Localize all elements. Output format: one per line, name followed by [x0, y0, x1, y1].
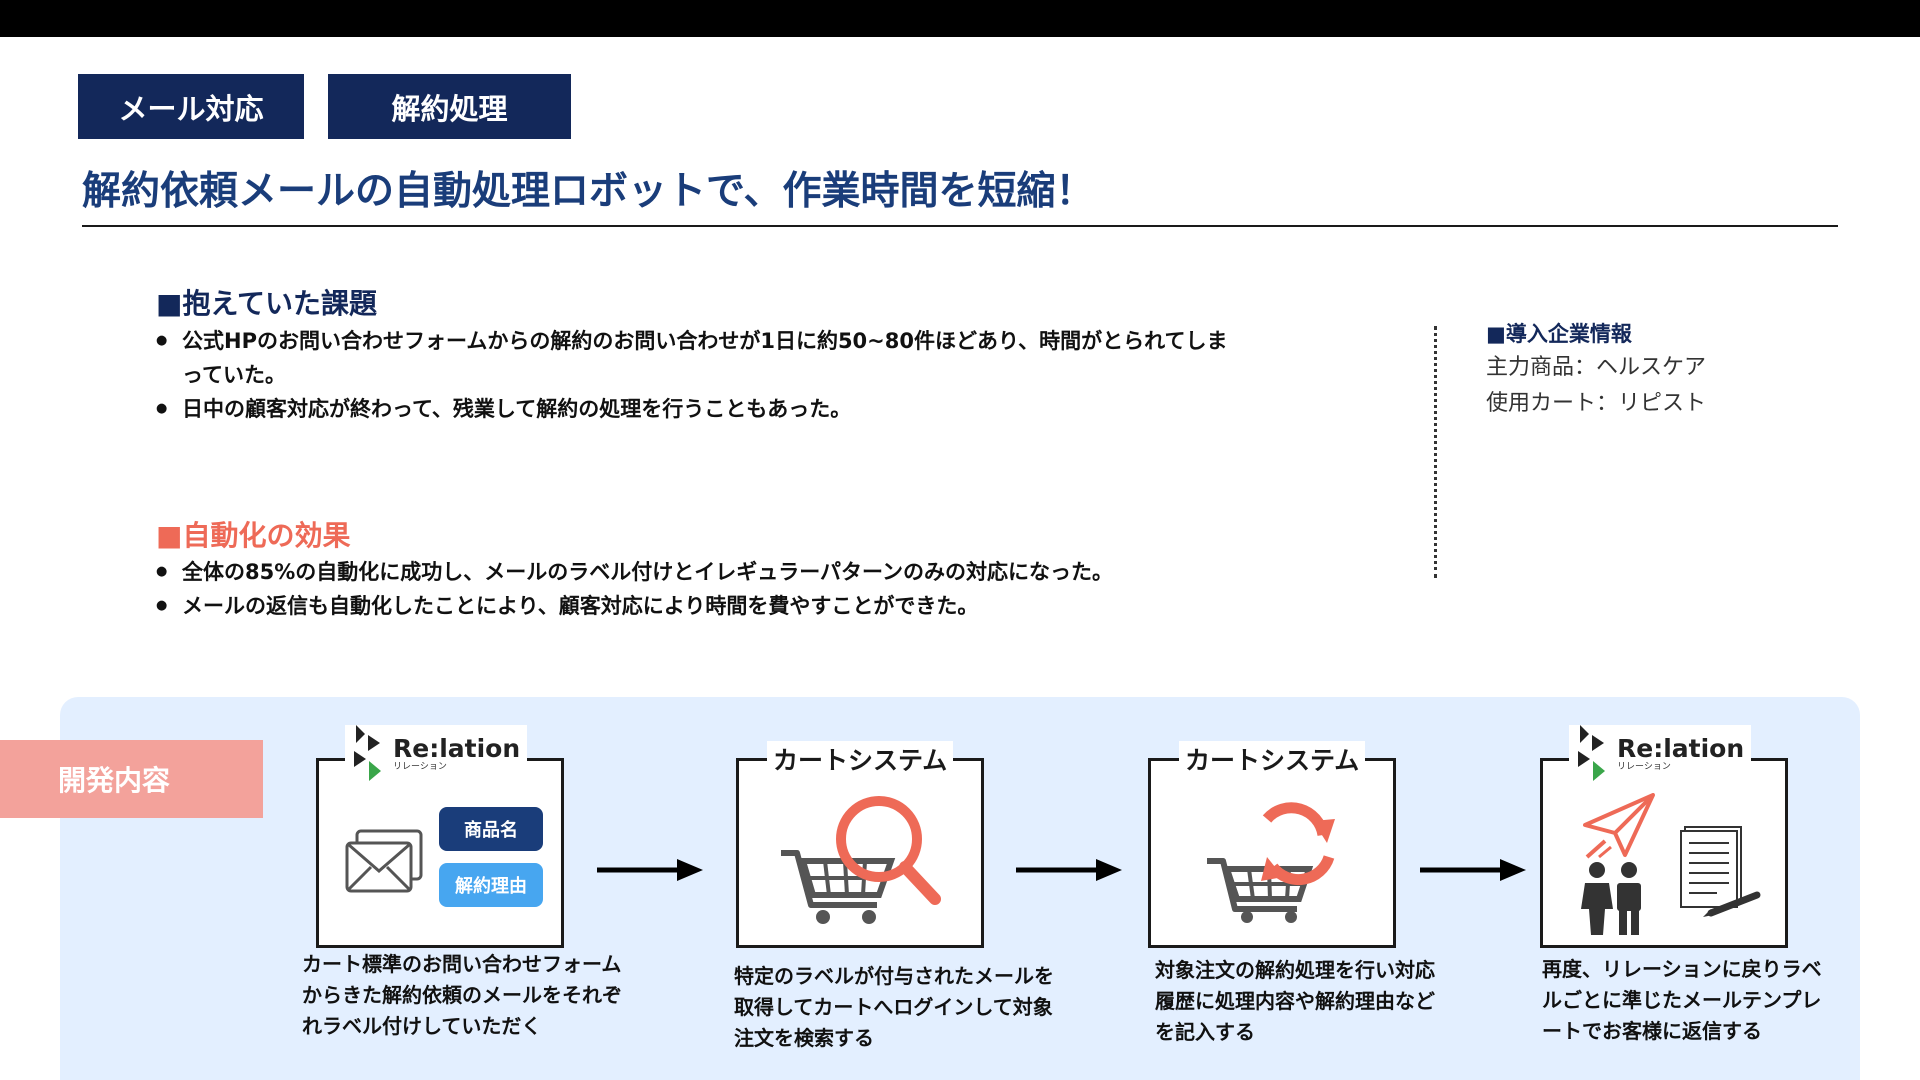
- company-info: ■導入企業情報 主力商品：ヘルスケア 使用カート：リピスト: [1486, 318, 1706, 422]
- label-pill-reason: 解約理由: [439, 863, 543, 907]
- relation-logo-sub: リレーション: [393, 761, 447, 772]
- issues-list: 公式HPのお問い合わせフォームからの解約のお問い合わせが1日に約50~80件ほど…: [156, 324, 1236, 426]
- effect-item: 全体の85%の自動化に成功し、メールのラベル付けとイレギュラーパターンのみの対応…: [156, 555, 1356, 589]
- arrow-right-icon: [597, 859, 703, 881]
- effects-heading: ■自動化の効果: [156, 519, 351, 552]
- relation-logo-sub: リレーション: [1617, 761, 1671, 772]
- step-relation-reply: Re:lation リレーション: [1540, 725, 1788, 948]
- step-cart-process: カートシステム: [1148, 741, 1396, 948]
- step-description: 対象注文の解約処理を行い対応履歴に処理内容や解約理由などを記入する: [1155, 958, 1435, 1044]
- relation-logo: Re:lation リレーション: [1569, 725, 1751, 783]
- issue-item: 日中の顧客対応が終わって、残業して解約の処理を行うこともあった。: [156, 392, 1236, 426]
- cart-search-icon: [781, 796, 941, 924]
- step-cart-search: カートシステム: [736, 741, 984, 948]
- step-system-label: カートシステム: [1179, 741, 1366, 777]
- relation-logo: Re:lation リレーション: [345, 725, 527, 783]
- document-icon: [1680, 826, 1761, 917]
- relation-logo-name: Re:lation: [393, 733, 521, 763]
- step-description: 再度、リレーションに戻りラベルごとに準じたメールテンプレートでお客様に返信する: [1542, 957, 1822, 1043]
- step-description: 特定のラベルが付与されたメールを取得してカートへログインして対象注文を検索する: [734, 964, 1054, 1050]
- company-cart: 使用カート：リピスト: [1486, 391, 1707, 416]
- step-description: カート標準のお問い合わせフォームからきた解約依頼のメールをそれぞれラベル付けして…: [302, 952, 622, 1038]
- page-title: 解約依頼メールの自動処理ロボットで、作業時間を短縮！: [82, 169, 1095, 214]
- effect-item: メールの返信も自動化したことにより、顧客対応により時間を費やすことができた。: [156, 589, 1356, 623]
- development-label: 開発内容: [0, 740, 263, 818]
- step-system-label: カートシステム: [767, 741, 954, 777]
- cart-refresh-icon: [1207, 802, 1335, 923]
- tag-mail-handling: メール対応: [78, 74, 304, 139]
- dotted-divider: [1434, 326, 1437, 578]
- top-black-bar: [0, 0, 1920, 37]
- title-divider: [82, 225, 1838, 227]
- company-info-title: ■導入企業情報: [1486, 322, 1632, 346]
- step-relation-label: Re:lation リレーション 商品名 解約理由: [316, 725, 564, 948]
- relation-logo-name: Re:lation: [1617, 733, 1745, 763]
- mail-icon: [345, 829, 423, 893]
- issue-item: 公式HPのお問い合わせフォームからの解約のお問い合わせが1日に約50~80件ほど…: [156, 324, 1236, 392]
- arrow-right-icon: [1420, 859, 1526, 881]
- tag-cancellation: 解約処理: [328, 74, 571, 139]
- paper-plane-icon: [1583, 793, 1655, 859]
- relation-logo-icon: [1578, 725, 1605, 781]
- people-icon: [1581, 862, 1641, 935]
- effects-list: 全体の85%の自動化に成功し、メールのラベル付けとイレギュラーパターンのみの対応…: [156, 555, 1356, 623]
- relation-logo-icon: [354, 725, 381, 781]
- arrow-right-icon: [1016, 859, 1122, 881]
- issues-heading: ■抱えていた課題: [156, 287, 378, 320]
- company-product: 主力商品：ヘルスケア: [1486, 355, 1707, 380]
- label-pill-product: 商品名: [439, 807, 543, 851]
